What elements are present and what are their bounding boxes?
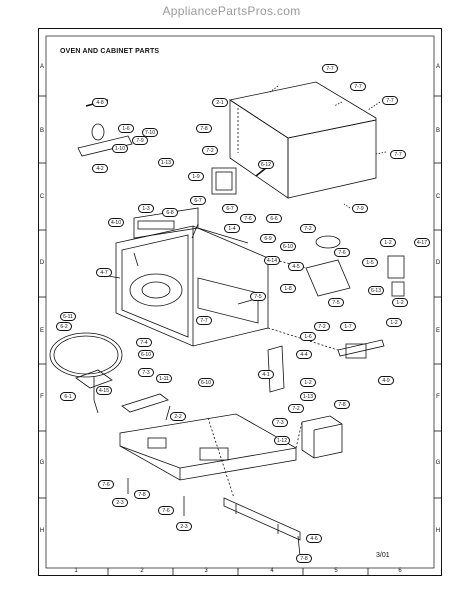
part-callout[interactable]: 6-6: [266, 214, 282, 223]
part-callout[interactable]: 1-2: [300, 378, 316, 387]
grid-col-label: 5: [334, 568, 338, 574]
part-callout[interactable]: 4-8: [92, 98, 108, 107]
part-callout[interactable]: 7-6: [240, 214, 256, 223]
grid-row-label: E: [39, 328, 44, 334]
grid-row-label: F: [436, 394, 440, 400]
grid-col-label: 6: [398, 568, 402, 574]
part-callout[interactable]: 6-7: [222, 204, 238, 213]
grid-row-label: B: [39, 128, 44, 134]
revision-date: 3/01: [376, 552, 390, 559]
part-callout[interactable]: 6-12: [258, 160, 274, 169]
part-callout[interactable]: 1-5: [362, 258, 378, 267]
part-callout[interactable]: 6-13: [368, 286, 384, 295]
part-callout[interactable]: 4-1: [258, 370, 274, 379]
part-callout[interactable]: 2-2: [170, 412, 186, 421]
part-callout[interactable]: 6-11: [60, 312, 76, 321]
grid-row-label: E: [435, 328, 440, 334]
part-callout[interactable]: 4-7: [96, 268, 112, 277]
part-callout[interactable]: 7-2: [300, 224, 316, 233]
part-callout[interactable]: 2-3: [176, 522, 192, 531]
part-callout[interactable]: 7-9: [352, 204, 368, 213]
part-callout[interactable]: 4-5: [288, 262, 304, 271]
part-callout[interactable]: 7-7: [390, 150, 406, 159]
part-callout[interactable]: 1-6: [300, 332, 316, 341]
part-callout[interactable]: 1-7: [340, 322, 356, 331]
grid-col-label: 1: [74, 568, 78, 574]
part-callout[interactable]: 7-8: [196, 124, 212, 133]
grid-col-label: 2: [140, 568, 144, 574]
part-callout[interactable]: 4-6: [306, 534, 322, 543]
part-callout[interactable]: 1-9: [188, 172, 204, 181]
part-callout[interactable]: 6-10: [280, 242, 296, 251]
part-callout[interactable]: 4-4: [296, 350, 312, 359]
grid-row-label: G: [435, 460, 441, 466]
exploded-parts-drawing: [38, 28, 442, 576]
part-callout[interactable]: 6-1: [60, 392, 76, 401]
part-callout[interactable]: 7-7: [196, 316, 212, 325]
part-callout[interactable]: 7-2: [288, 404, 304, 413]
part-callout[interactable]: 4-10: [108, 218, 124, 227]
part-callout[interactable]: 6-10: [138, 350, 154, 359]
part-callout[interactable]: 1-3: [138, 204, 154, 213]
part-callout[interactable]: 1-13: [300, 392, 316, 401]
part-callout[interactable]: 1-8: [280, 284, 296, 293]
part-callout[interactable]: 7-3: [272, 418, 288, 427]
part-callout[interactable]: 4-17: [414, 238, 430, 247]
part-callout[interactable]: 1-10: [112, 144, 128, 153]
part-callout[interactable]: 1-4: [224, 224, 240, 233]
grid-row-label: H: [39, 528, 45, 534]
grid-row-label: A: [39, 64, 44, 70]
grid-row-label: G: [39, 460, 45, 466]
part-callout[interactable]: 2-3: [112, 498, 128, 507]
part-callout[interactable]: 6-2: [56, 322, 72, 331]
part-callout[interactable]: 7-7: [322, 64, 338, 73]
part-callout[interactable]: 7-6: [334, 248, 350, 257]
part-callout[interactable]: 1-13: [158, 158, 174, 167]
part-callout[interactable]: 7-6: [98, 480, 114, 489]
part-callout[interactable]: 4-9: [378, 376, 394, 385]
part-callout[interactable]: 7-2: [202, 146, 218, 155]
part-callout[interactable]: 6-9: [260, 234, 276, 243]
part-callout[interactable]: 1-2: [380, 238, 396, 247]
grid-col-label: 4: [270, 568, 274, 574]
grid-col-label: 3: [204, 568, 208, 574]
watermark: AppliancePartsPros.com: [162, 4, 301, 18]
part-callout[interactable]: 7-10: [142, 128, 158, 137]
part-callout[interactable]: 1-2: [386, 318, 402, 327]
part-callout[interactable]: 6-10: [198, 378, 214, 387]
diagram-title: OVEN AND CABINET PARTS: [60, 48, 160, 55]
part-callout[interactable]: 1-12: [274, 436, 290, 445]
part-callout[interactable]: 7-9: [132, 136, 148, 145]
part-callout[interactable]: 4-2: [92, 164, 108, 173]
grid-row-label: C: [39, 194, 45, 200]
part-callout[interactable]: 4-14: [264, 256, 280, 265]
part-callout[interactable]: 2-1: [212, 98, 228, 107]
grid-row-label: B: [435, 128, 440, 134]
part-callout[interactable]: 1-11: [156, 374, 172, 383]
part-callout[interactable]: 4-15: [96, 386, 112, 395]
diagram-sheet: OVEN AND CABINET PARTS 3/01 A B C D E F …: [38, 28, 442, 576]
part-callout[interactable]: 6-7: [190, 196, 206, 205]
grid-row-label: D: [39, 260, 45, 266]
part-callout[interactable]: 7-8: [134, 490, 150, 499]
part-callout[interactable]: 7-2: [314, 322, 330, 331]
part-callout[interactable]: 7-3: [138, 368, 154, 377]
grid-row-label: H: [435, 528, 441, 534]
grid-row-label: D: [435, 260, 441, 266]
part-callout[interactable]: 7-5: [328, 298, 344, 307]
part-callout[interactable]: 7-6: [158, 506, 174, 515]
part-callout[interactable]: 7-7: [382, 96, 398, 105]
grid-row-label: F: [40, 394, 44, 400]
part-callout[interactable]: 6-8: [162, 208, 178, 217]
part-callout[interactable]: 7-5: [250, 292, 266, 301]
part-callout[interactable]: 7-8: [296, 554, 312, 563]
part-callout[interactable]: 1-2: [392, 298, 408, 307]
part-callout[interactable]: 7-7: [350, 82, 366, 91]
grid-row-label: C: [435, 194, 441, 200]
part-callout[interactable]: 7-4: [136, 338, 152, 347]
grid-row-label: A: [435, 64, 440, 70]
part-callout[interactable]: 7-8: [334, 400, 350, 409]
part-callout[interactable]: 1-6: [118, 124, 134, 133]
